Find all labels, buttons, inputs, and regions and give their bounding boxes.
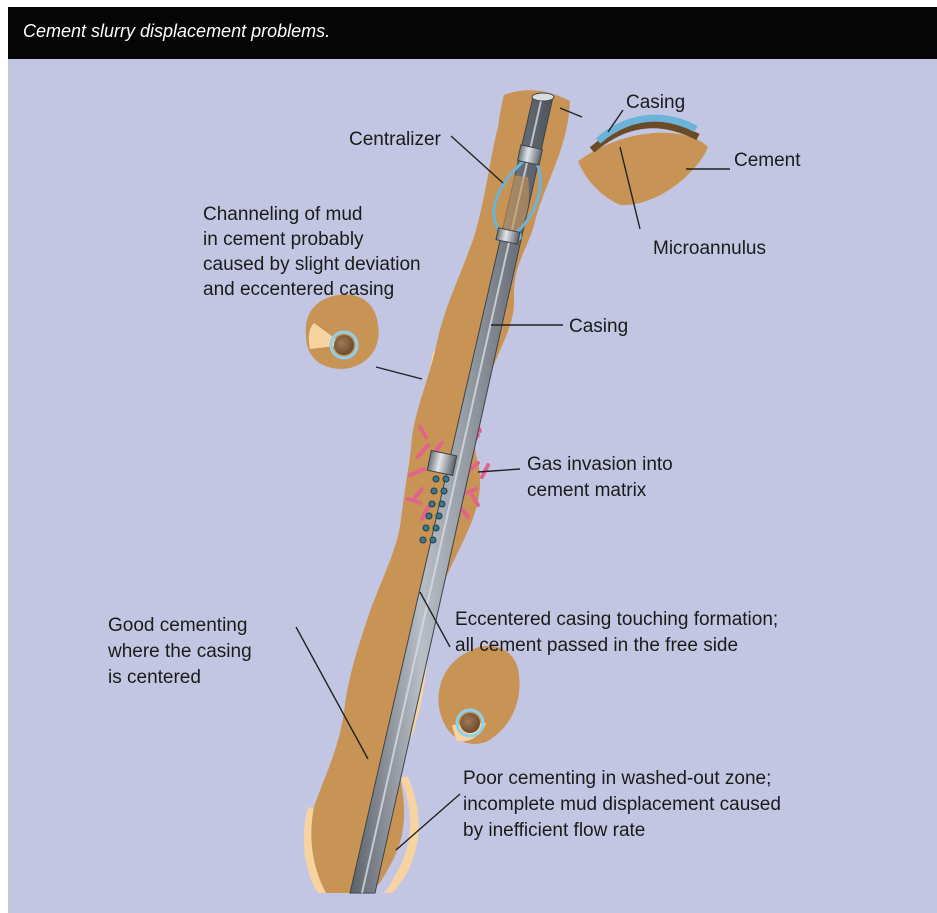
label-casing-top: Casing	[626, 92, 685, 113]
eccentered-section	[438, 646, 519, 744]
cement-displacement-diagram: Casing Centralizer Cement Microannulus C…	[8, 7, 937, 913]
label-centralizer: Centralizer	[349, 129, 442, 150]
figure-panel: Cement slurry displacement problems.	[8, 7, 937, 913]
label-casing-mid: Casing	[569, 316, 628, 337]
label-channeling-3: caused by slight deviation	[203, 254, 421, 275]
label-eccentered-1: Eccentered casing touching formation;	[455, 609, 778, 630]
label-cement: Cement	[734, 150, 801, 171]
label-channeling-2: in cement probably	[203, 229, 364, 250]
label-poor-cementing-2: incomplete mud displacement caused	[463, 794, 781, 815]
label-poor-cementing-3: by inefficient flow rate	[463, 820, 645, 841]
label-gas-invasion-1: Gas invasion into	[527, 454, 673, 475]
label-channeling-4: and eccentered casing	[203, 279, 394, 300]
label-gas-invasion-2: cement matrix	[527, 480, 647, 501]
label-good-cementing-3: is centered	[108, 667, 201, 688]
channeling-section	[306, 295, 379, 369]
label-good-cementing-2: where the casing	[107, 641, 252, 662]
label-microannulus: Microannulus	[653, 238, 766, 259]
label-poor-cementing-1: Poor cementing in washed-out zone;	[463, 768, 771, 789]
label-good-cementing-1: Good cementing	[108, 615, 247, 636]
label-eccentered-2: all cement passed in the free side	[455, 635, 738, 656]
label-channeling-1: Channeling of mud	[203, 204, 363, 225]
microannulus-section	[578, 118, 708, 205]
